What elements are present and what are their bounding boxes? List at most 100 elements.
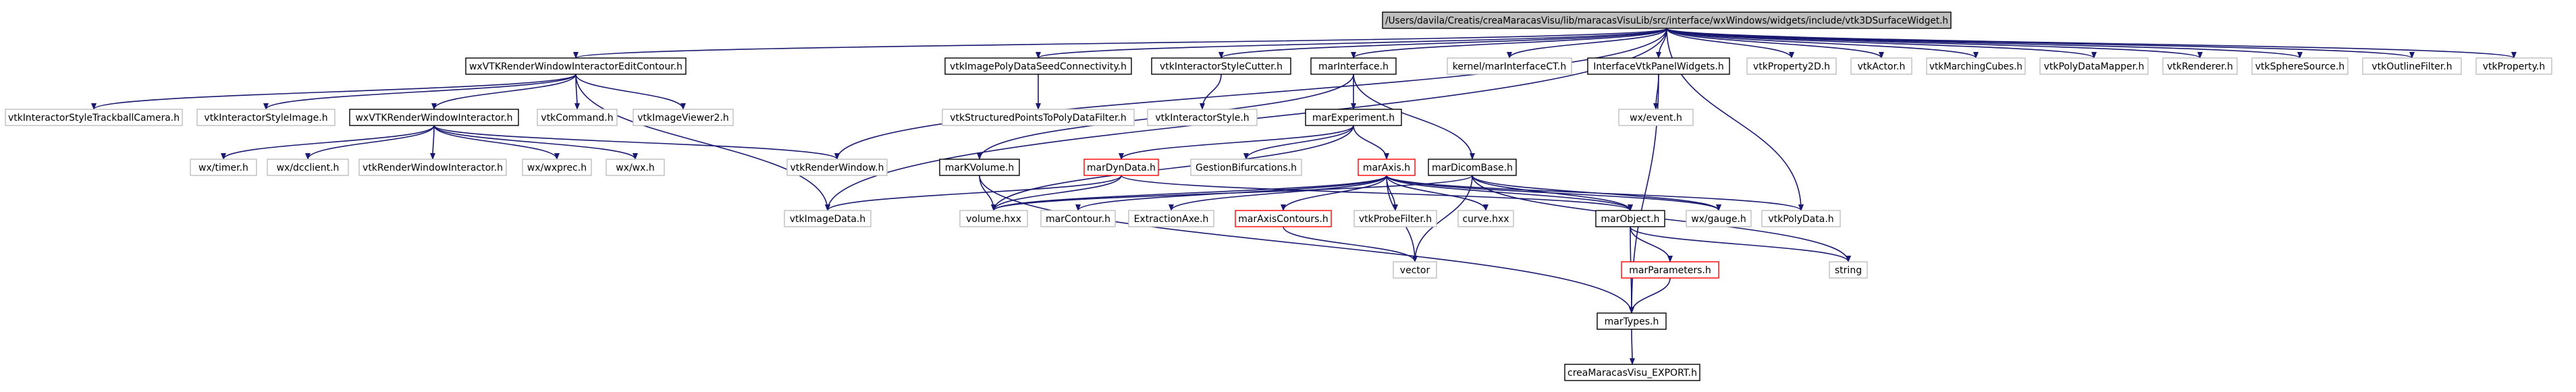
node-polymapper: vtkPolyDataMapper.h [2039, 57, 2149, 75]
edge-marobject-to-marparameters [1630, 226, 1673, 262]
node-box-outline [2362, 57, 2462, 75]
node-export[interactable]: creaMaracasVisu_EXPORT.h [1564, 364, 1700, 381]
edges-layer [91, 28, 2517, 365]
node-label-mardyndata: marDynData.h [1087, 163, 1156, 173]
node-label-stylecutter: vtkInteractorStyleCutter.h [1160, 61, 1283, 72]
edge-maraxis-to-volume [991, 175, 1387, 211]
node-label-wxgauge: wx/gauge.h [1691, 214, 1746, 225]
node-box-marinterface [1310, 57, 1397, 75]
edge-wxvtkrwi-to-renderwindow [433, 125, 840, 160]
node-vtkrwi: vtkRenderWindowInteractor.h [358, 159, 507, 176]
node-box-markvolume [939, 159, 1020, 176]
node-martypes[interactable]: marTypes.h [1596, 312, 1667, 330]
node-wxtimer: wx/timer.h [190, 159, 257, 176]
edge-marexperiment-to-mardyndata [1119, 125, 1354, 160]
edge-marexperiment-to-maraxis [1353, 125, 1389, 160]
node-label-export: creaMaracasVisu_EXPORT.h [1567, 368, 1697, 379]
edge-wxvtkedit-to-trackball [91, 74, 576, 110]
node-label-vtkcommand: vtkCommand.h [541, 113, 613, 123]
node-label-probefilter: vtkProbeFilter.h [1359, 214, 1432, 225]
edge-root-to-marchingcubes [1666, 28, 1979, 59]
node-box-marexperiment [1305, 109, 1402, 126]
node-renderwindow: vtkRenderWindow.h [786, 159, 888, 176]
node-label-marexperiment: marExperiment.h [1312, 113, 1395, 123]
node-string: string [1829, 261, 1868, 279]
node-marexperiment[interactable]: marExperiment.h [1305, 109, 1402, 126]
edge-wxvtkrwi-to-wxdcclient [305, 125, 435, 160]
node-wxvtkedit[interactable]: wxVTKRenderWindowInteractorEditContour.h [465, 57, 687, 75]
node-interactorstyle: vtkInteractorStyle.h [1147, 109, 1258, 126]
node-box-curve [1457, 210, 1514, 227]
node-label-vector: vector [1400, 265, 1430, 276]
node-wxwxprec: wx/wxprec.h [522, 159, 592, 176]
node-renderer: vtkRenderer.h [2162, 57, 2238, 75]
node-box-maraxiscontours [1235, 210, 1332, 227]
edge-root-to-polymapper [1666, 28, 2097, 59]
node-label-wxevent: wx/event.h [1630, 113, 1682, 123]
edge-marobject-to-string [1630, 226, 1851, 262]
edge-markvolume-to-martypes [979, 175, 1634, 314]
node-box-wxvtkrwi [349, 109, 519, 126]
node-label-panelwidgets: InterfaceVtkPanelWidgets.h [1593, 61, 1724, 72]
node-vector: vector [1393, 261, 1437, 279]
edge-mardyndata-to-marobject [1121, 175, 1633, 211]
node-box-polydata [1761, 210, 1841, 227]
node-outline: vtkOutlineFilter.h [2362, 57, 2462, 75]
edge-wxvtkrwi-to-wxwx [433, 125, 638, 160]
node-marchingcubes: vtkMarchingCubes.h [1926, 57, 2026, 75]
node-marparameters: marParameters.h [1621, 261, 1719, 279]
node-label-wxdcclient: wx/dcclient.h [277, 163, 340, 173]
node-markvolume[interactable]: marKVolume.h [939, 159, 1020, 176]
edge-root-to-wxvtkedit [573, 28, 1667, 59]
edge-root-to-actor [1666, 28, 1884, 59]
node-box-sphere [2251, 57, 2349, 75]
node-box-marparameters [1621, 261, 1719, 279]
node-box-export [1564, 364, 1700, 381]
node-wxvtkrwi[interactable]: wxVTKRenderWindowInteractor.h [349, 109, 519, 126]
node-box-wxwx [606, 159, 665, 176]
edge-root-to-renderwindow [834, 28, 1667, 160]
node-label-marparameters: marParameters.h [1629, 265, 1711, 276]
edge-root-to-property2d [1666, 28, 1794, 59]
node-stylecutter[interactable]: vtkInteractorStyleCutter.h [1151, 57, 1291, 75]
node-box-imagedata [784, 210, 871, 227]
node-label-volume: volume.hxx [966, 214, 1021, 225]
node-marinterface[interactable]: marInterface.h [1310, 57, 1397, 75]
node-structpoints: vtkStructuredPointsToPolyDataFilter.h [942, 109, 1135, 126]
node-box-mardicombase [1428, 159, 1517, 176]
node-mardicombase[interactable]: marDicomBase.h [1428, 159, 1517, 176]
edge-marparameters-to-martypes [1629, 277, 1671, 314]
node-box-kernel [1447, 57, 1572, 75]
node-panelwidgets[interactable]: InterfaceVtkPanelWidgets.h [1587, 57, 1730, 75]
node-marobject[interactable]: marObject.h [1595, 210, 1665, 227]
node-box-mardyndata [1083, 159, 1159, 176]
node-box-wxevent [1618, 109, 1694, 126]
node-seedconn[interactable]: vtkImagePolyDataSeedConnectivity.h [944, 57, 1132, 75]
node-polydata: vtkPolyData.h [1761, 210, 1841, 227]
node-label-maraxis: marAxis.h [1363, 163, 1410, 173]
node-label-marinterface: marInterface.h [1318, 61, 1389, 72]
node-box-polymapper [2039, 57, 2149, 75]
node-box-structpoints [942, 109, 1135, 126]
node-label-root: /Users/davila/Creatis/creaMaracasVisu/li… [1385, 16, 1948, 26]
nodes-layer: /Users/davila/Creatis/creaMaracasVisu/li… [5, 11, 2552, 381]
node-label-property: vtkProperty.h [2483, 61, 2545, 72]
node-box-volume [959, 210, 1028, 227]
node-box-wxdcclient [267, 159, 349, 176]
node-maraxis: marAxis.h [1358, 159, 1416, 176]
edge-wxvtkedit-to-wxvtkrwi [431, 74, 576, 110]
node-label-outline: vtkOutlineFilter.h [2371, 61, 2452, 72]
node-actor: vtkActor.h [1850, 57, 1912, 75]
edge-maraxis-to-curve [1386, 175, 1488, 211]
node-label-martypes: marTypes.h [1605, 316, 1659, 327]
node-label-polydata: vtkPolyData.h [1768, 214, 1833, 225]
node-wxevent: wx/event.h [1618, 109, 1694, 126]
node-label-vtkrwi: vtkRenderWindowInteractor.h [363, 163, 503, 173]
edge-stylecutter-to-interactorstyle [1200, 74, 1222, 110]
node-box-wxwxprec [522, 159, 592, 176]
edge-root-to-sphere [1666, 28, 2303, 59]
node-label-trackball: vtkInteractorStyleTrackballCamera.h [8, 113, 180, 123]
node-root[interactable]: /Users/davila/Creatis/creaMaracasVisu/li… [1382, 11, 1952, 29]
node-marcontour: marContour.h [1040, 210, 1116, 227]
node-extractionaxe: ExtractionAxe.h [1128, 210, 1214, 227]
